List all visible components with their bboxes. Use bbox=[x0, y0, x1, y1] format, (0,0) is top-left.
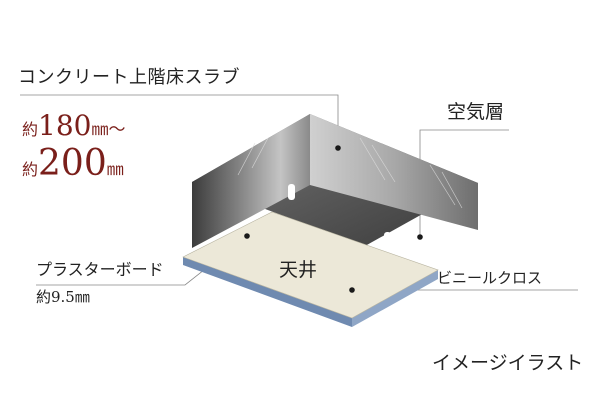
slab-slot bbox=[288, 184, 295, 200]
vinyl-cloth-label: ビニールクロス bbox=[437, 269, 543, 287]
slab-thickness-min: 約180㎜～ bbox=[22, 112, 125, 140]
thickness-prefix: 約 bbox=[22, 120, 39, 139]
slab-dot bbox=[335, 145, 341, 151]
plasterboard-label: プラスターボード bbox=[36, 260, 164, 279]
slab-right-face bbox=[310, 114, 478, 230]
plasterboard-dot bbox=[244, 233, 250, 239]
slab-label: コンクリート上階床スラブ bbox=[18, 67, 240, 88]
ceiling-label: 天井 bbox=[279, 259, 318, 281]
slab-slot bbox=[384, 232, 391, 248]
thickness-max-value: 200 bbox=[38, 143, 107, 184]
plasterboard-panel bbox=[182, 211, 439, 327]
board-edge-right bbox=[352, 270, 438, 327]
thickness-min-unit: ㎜～ bbox=[91, 120, 126, 140]
air-layer-label: 空気層 bbox=[447, 101, 505, 123]
thickness-prefix: 約 bbox=[22, 160, 39, 179]
thickness-min-value: 180 bbox=[38, 109, 92, 142]
image-note: イメージイラスト bbox=[432, 352, 584, 374]
plasterboard-thickness: 約9.5㎜ bbox=[36, 288, 90, 306]
board-edge-front bbox=[183, 257, 352, 327]
concrete-slab bbox=[192, 114, 478, 248]
thickness-max-unit: ㎜ bbox=[106, 160, 124, 180]
slab-front-face bbox=[192, 114, 310, 248]
air-layer-dot bbox=[417, 234, 423, 240]
vinyl-dot bbox=[349, 287, 355, 293]
slab-thickness-max: 約200㎜ bbox=[22, 146, 124, 182]
